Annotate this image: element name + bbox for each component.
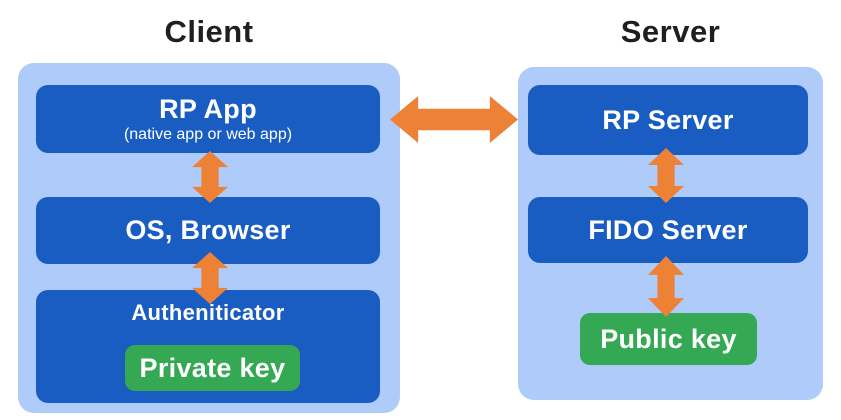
public-key-label: Public key bbox=[600, 323, 737, 354]
public-key-box: Public key bbox=[580, 313, 757, 365]
private-key-label: Private key bbox=[139, 352, 286, 383]
rp-app-box: RP App (native app or web app) bbox=[36, 85, 380, 153]
private-key-box: Private key bbox=[125, 345, 300, 391]
rp-server-label: RP Server bbox=[602, 104, 734, 135]
fido-server-label: FIDO Server bbox=[588, 214, 748, 245]
os-browser-label: OS, Browser bbox=[125, 215, 291, 245]
fido-server-box: FIDO Server bbox=[528, 197, 808, 263]
server-title: Server bbox=[620, 14, 721, 49]
rp-app-sublabel: (native app or web app) bbox=[123, 126, 293, 143]
rp-server-box: RP Server bbox=[528, 85, 808, 155]
os-browser-box: OS, Browser bbox=[36, 197, 380, 264]
authenticator-label: Autheniticator bbox=[131, 300, 285, 325]
client-server-arrow-icon bbox=[390, 96, 518, 143]
rp-app-label: RP App bbox=[159, 94, 257, 124]
client-title: Client bbox=[164, 14, 254, 49]
